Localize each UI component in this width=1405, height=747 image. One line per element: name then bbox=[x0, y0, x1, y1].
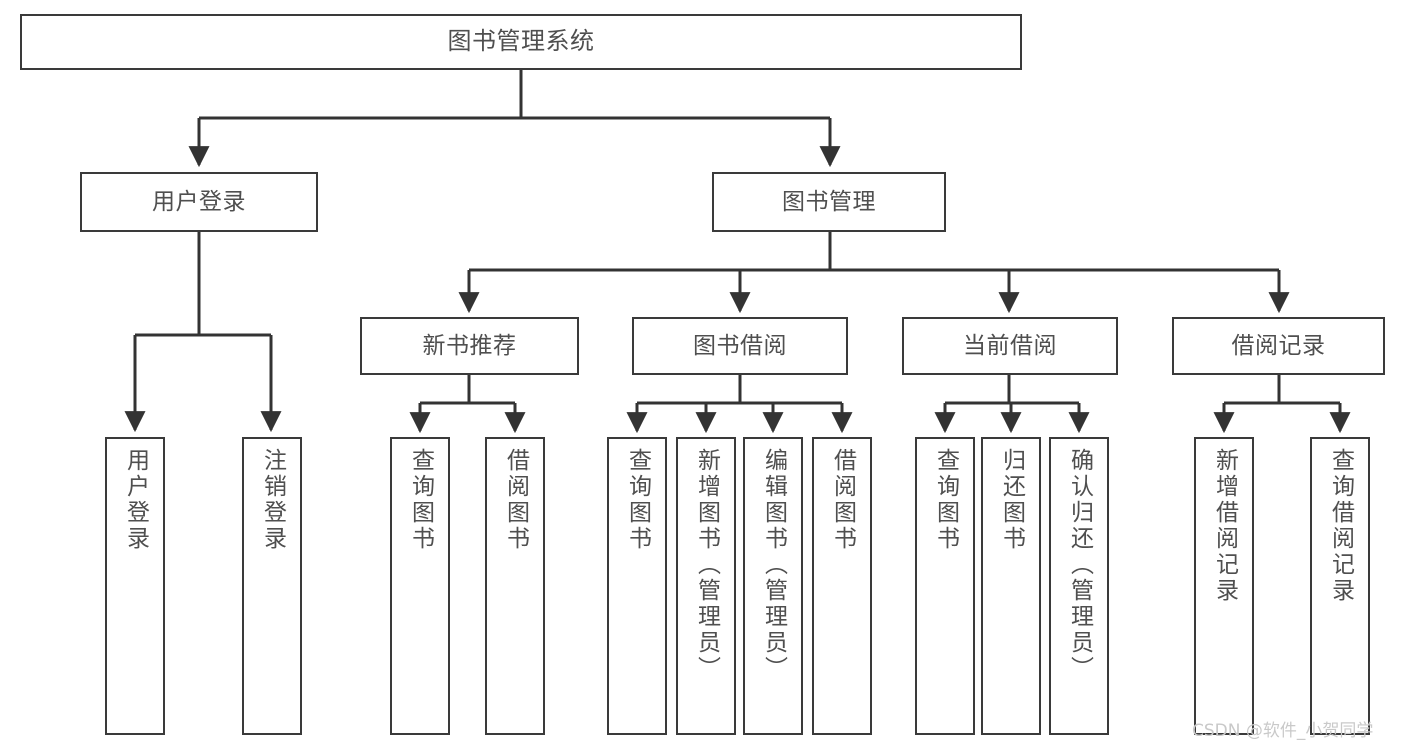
node-leaf-query-book-1-label: 查询图书 bbox=[407, 448, 434, 552]
node-leaf-query-record[interactable]: 查询借阅记录 bbox=[1310, 437, 1370, 735]
node-leaf-borrow-book-1-label: 借阅图书 bbox=[502, 448, 529, 552]
node-book-borrow[interactable]: 图书借阅 bbox=[632, 317, 848, 375]
node-leaf-user-login[interactable]: 用户登录 bbox=[105, 437, 165, 735]
node-new-book-recommend[interactable]: 新书推荐 bbox=[360, 317, 579, 375]
node-leaf-borrow-book-2[interactable]: 借阅图书 bbox=[812, 437, 872, 735]
node-leaf-borrow-book-1[interactable]: 借阅图书 bbox=[485, 437, 545, 735]
node-leaf-add-record[interactable]: 新增借阅记录 bbox=[1194, 437, 1254, 735]
node-borrow-record[interactable]: 借阅记录 bbox=[1172, 317, 1385, 375]
node-current-borrow[interactable]: 当前借阅 bbox=[902, 317, 1118, 375]
node-leaf-return-book-label: 归还图书 bbox=[998, 448, 1025, 552]
node-current-borrow-label: 当前借阅 bbox=[963, 332, 1057, 359]
node-leaf-confirm-return-label: 确认归还（管理员） bbox=[1066, 448, 1093, 682]
node-leaf-edit-book-label: 编辑图书（管理员） bbox=[760, 448, 787, 682]
node-leaf-query-book-2[interactable]: 查询图书 bbox=[607, 437, 667, 735]
node-borrow-record-label: 借阅记录 bbox=[1231, 332, 1326, 359]
node-book-borrow-label: 图书借阅 bbox=[693, 332, 787, 359]
node-leaf-return-book[interactable]: 归还图书 bbox=[981, 437, 1041, 735]
node-leaf-logout-login[interactable]: 注销登录 bbox=[242, 437, 302, 735]
node-leaf-user-login-label: 用户登录 bbox=[122, 448, 149, 552]
node-leaf-query-book-2-label: 查询图书 bbox=[624, 448, 651, 552]
node-leaf-query-book-3-label: 查询图书 bbox=[932, 448, 959, 552]
node-root[interactable]: 图书管理系统 bbox=[20, 14, 1022, 70]
node-root-label: 图书管理系统 bbox=[447, 27, 595, 56]
node-leaf-add-book-label: 新增图书（管理员） bbox=[693, 448, 720, 682]
node-user-login-label: 用户登录 bbox=[152, 188, 246, 215]
node-user-login[interactable]: 用户登录 bbox=[80, 172, 318, 232]
node-new-book-recommend-label: 新书推荐 bbox=[422, 332, 517, 359]
node-book-management-label: 图书管理 bbox=[782, 188, 876, 215]
node-leaf-logout-login-label: 注销登录 bbox=[259, 448, 286, 552]
node-leaf-borrow-book-2-label: 借阅图书 bbox=[829, 448, 856, 552]
node-leaf-add-book[interactable]: 新增图书（管理员） bbox=[676, 437, 736, 735]
node-leaf-add-record-label: 新增借阅记录 bbox=[1211, 448, 1238, 604]
node-leaf-query-book-1[interactable]: 查询图书 bbox=[390, 437, 450, 735]
csdn-watermark: CSDN @软件_小贺同学 bbox=[1192, 721, 1374, 741]
node-leaf-query-book-3[interactable]: 查询图书 bbox=[915, 437, 975, 735]
node-book-management[interactable]: 图书管理 bbox=[712, 172, 946, 232]
node-leaf-edit-book[interactable]: 编辑图书（管理员） bbox=[743, 437, 803, 735]
node-leaf-query-record-label: 查询借阅记录 bbox=[1327, 448, 1354, 604]
node-leaf-confirm-return[interactable]: 确认归还（管理员） bbox=[1049, 437, 1109, 735]
